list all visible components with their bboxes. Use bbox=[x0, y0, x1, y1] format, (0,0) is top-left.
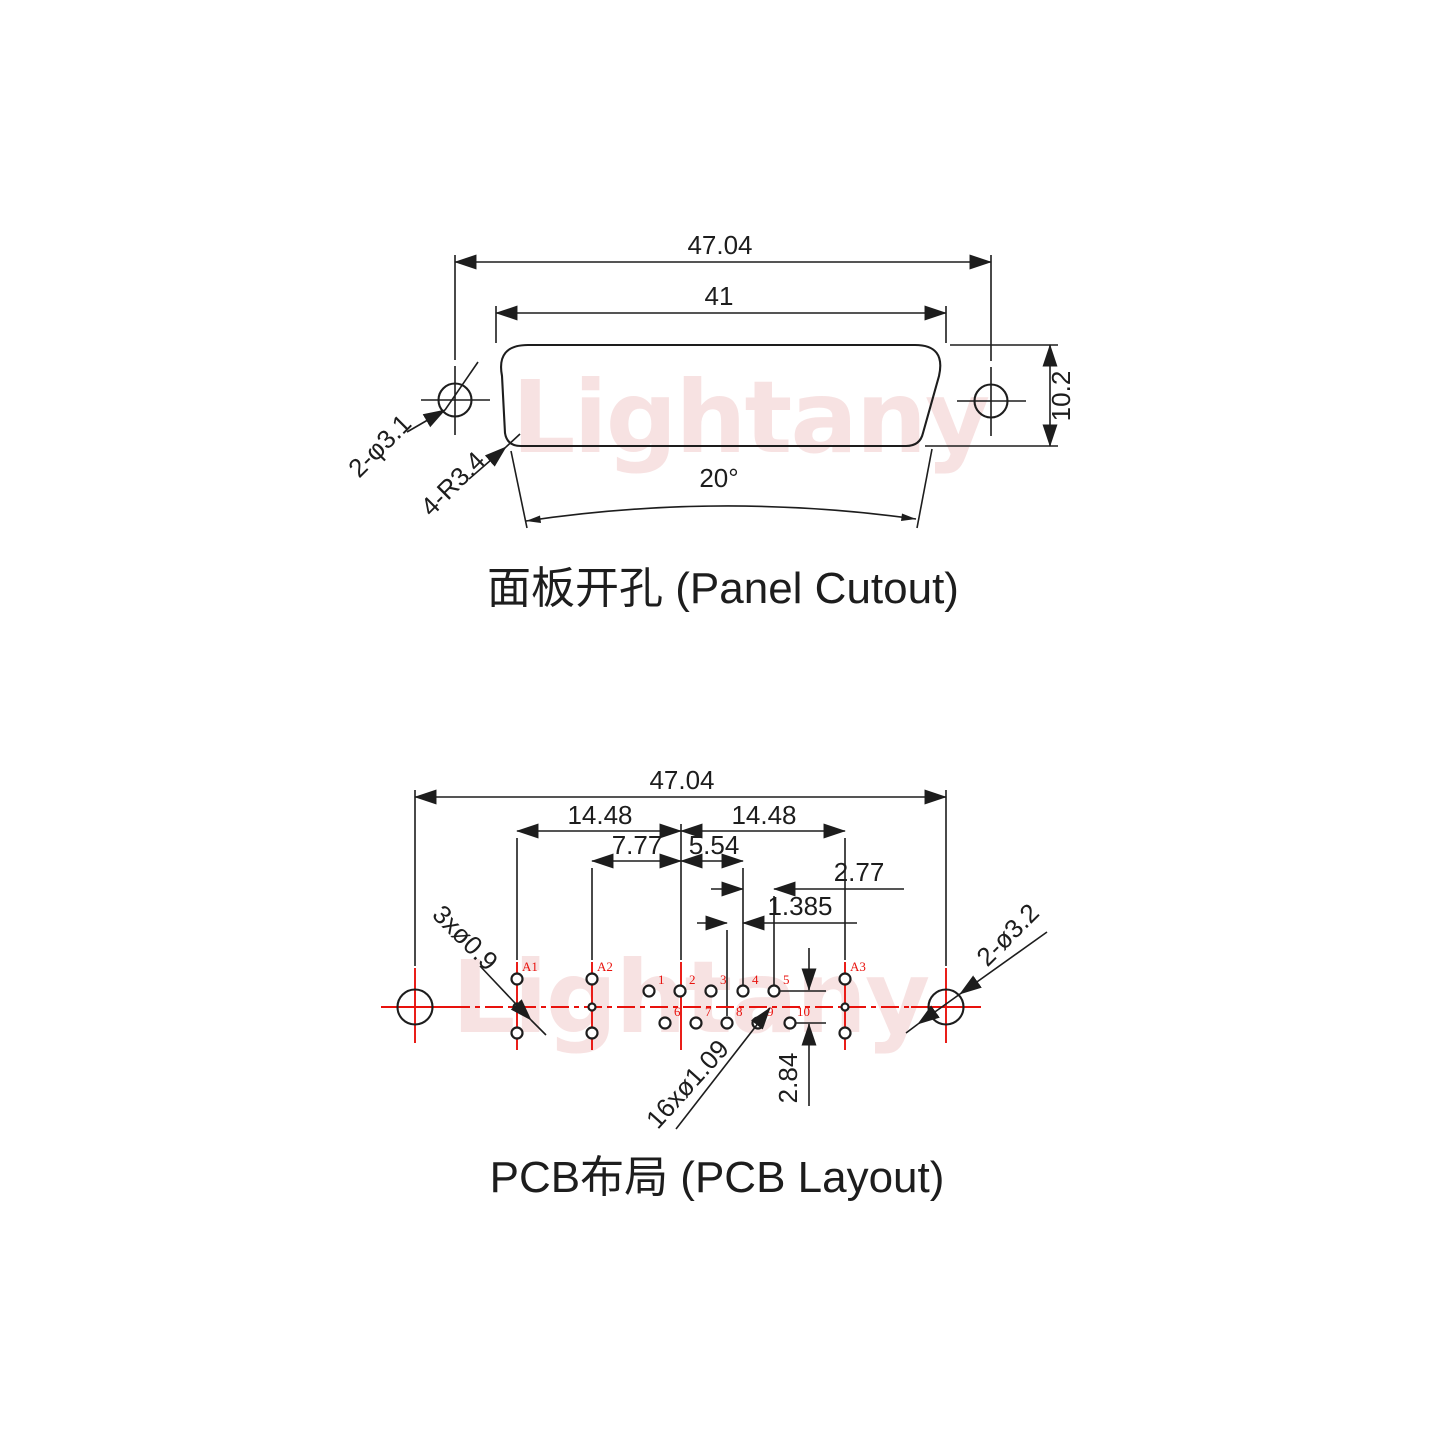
pcb-dim-half-pitch: 1.385 bbox=[767, 891, 832, 921]
panel-hole-left bbox=[421, 366, 490, 435]
pcb-dim-outer-lines bbox=[414, 789, 947, 966]
pcb-mount-hole-left bbox=[396, 988, 434, 1026]
pcb-dim-row-spacing-lines bbox=[776, 948, 826, 1106]
panel-label-holes: 2-φ3.1 bbox=[342, 408, 417, 483]
pin-label-4: 4 bbox=[752, 972, 759, 987]
signal-pins-row1 bbox=[642, 984, 781, 998]
coax-contact-a3 bbox=[838, 972, 852, 1040]
pcb-dim-pitch: 2.77 bbox=[834, 857, 885, 887]
pcb-dim-half-pitch-lines bbox=[697, 915, 857, 1016]
pin-label-7: 7 bbox=[705, 1004, 712, 1019]
pcb-dim-span-lines bbox=[516, 823, 846, 960]
coax-contact-a2 bbox=[585, 972, 599, 1040]
watermark-top: Lightany bbox=[512, 359, 989, 476]
panel-label-radius-leader bbox=[468, 433, 521, 480]
panel-cutout-title: 面板开孔 (Panel Cutout) bbox=[487, 564, 959, 613]
panel-angle-lines bbox=[510, 448, 933, 529]
panel-dim-outer-width: 47.04 bbox=[687, 230, 752, 260]
panel-label-holes-leader bbox=[406, 361, 479, 433]
pcb-label-coax-leader bbox=[479, 965, 547, 1036]
panel-dim-inner-lines bbox=[495, 305, 947, 343]
panel-label-radius: 4-R3.4 bbox=[414, 445, 490, 521]
panel-dim-height-lines bbox=[925, 344, 1058, 447]
pin-label-8: 8 bbox=[736, 1004, 743, 1019]
pin-label-5: 5 bbox=[783, 972, 790, 987]
pcb-dim-right-span: 14.48 bbox=[731, 800, 796, 830]
pcb-dim-center-span: 5.54 bbox=[689, 830, 740, 860]
pcb-dim-left-span: 14.48 bbox=[567, 800, 632, 830]
panel-cutout-view: Lightany 47.04 41 10.2 bbox=[342, 230, 1076, 613]
panel-hole-right bbox=[957, 367, 1026, 436]
pcb-dim-outer-width: 47.04 bbox=[649, 765, 714, 795]
cutout-outline bbox=[500, 343, 942, 448]
pin-label-1: 1 bbox=[658, 972, 665, 987]
coax-label-a2: A2 bbox=[597, 959, 613, 974]
pcb-dim-row-spacing: 2.84 bbox=[773, 1053, 803, 1104]
pcb-dim-a2-span: 7.77 bbox=[612, 830, 663, 860]
panel-dim-outer-lines bbox=[454, 254, 992, 361]
pcb-label-mount-leader bbox=[905, 931, 1048, 1034]
panel-dim-inner-width: 41 bbox=[705, 281, 734, 311]
pin-label-10: 10 bbox=[797, 1004, 810, 1019]
pcb-layout-view: Lightany 47.04 14.48 14.48 7.77 5.54 2 bbox=[381, 765, 1048, 1202]
pin-label-3: 3 bbox=[720, 972, 727, 987]
pcb-dim-pitch-lines bbox=[711, 881, 904, 985]
watermark-bottom: Lightany bbox=[452, 939, 929, 1056]
pcb-label-signal-leader bbox=[675, 1007, 771, 1130]
coax-label-a3: A3 bbox=[850, 959, 866, 974]
pcb-layout-title: PCB布局 (PCB Layout) bbox=[490, 1153, 945, 1202]
coax-label-a1: A1 bbox=[522, 959, 538, 974]
pin-label-2: 2 bbox=[689, 972, 696, 987]
pin-label-6: 6 bbox=[674, 1004, 681, 1019]
panel-dim-angle: 20° bbox=[699, 463, 738, 493]
